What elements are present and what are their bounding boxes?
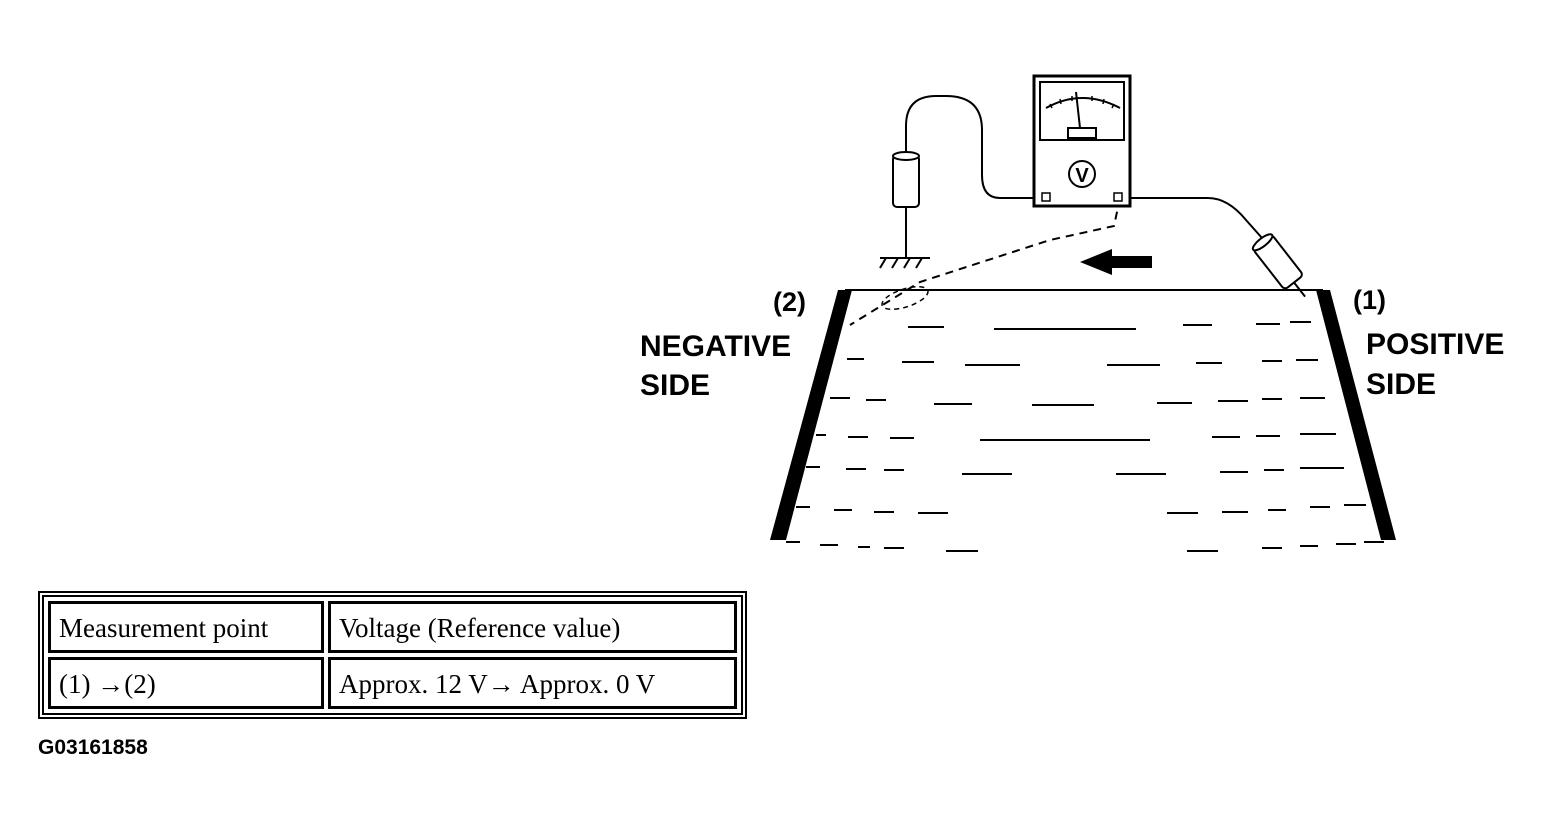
positive-probe bbox=[1251, 233, 1306, 298]
positive-number-label: (1) bbox=[1353, 285, 1386, 315]
cell-measurement-point: (1) →(2) bbox=[48, 657, 324, 709]
positive-side-label-line2: SIDE bbox=[1366, 368, 1436, 401]
negative-number-label: (2) bbox=[773, 287, 806, 317]
negative-side-label-line1: NEGATIVE bbox=[640, 330, 791, 363]
header-voltage: Voltage (Reference value) bbox=[328, 601, 737, 653]
direction-arrow-icon bbox=[1080, 249, 1152, 275]
positive-lead-wire bbox=[1130, 197, 1263, 239]
cell-voltage: Approx. 12 V→ Approx. 0 V bbox=[328, 657, 737, 709]
ground-symbol-icon bbox=[879, 257, 930, 269]
positive-side-label-line1: POSITIVE bbox=[1366, 328, 1504, 361]
voltmeter-symbol: V bbox=[1075, 165, 1089, 187]
liquid-hatching bbox=[786, 321, 1384, 552]
header-measurement-point: Measurement point bbox=[48, 601, 324, 653]
negative-lead-wire bbox=[905, 95, 1034, 199]
negative-side-label-line2: SIDE bbox=[640, 369, 710, 402]
figure-code: G03161858 bbox=[38, 736, 148, 759]
table-row: (1) →(2) Approx. 12 V→ Approx. 0 V bbox=[48, 657, 737, 709]
voltage-spec-table: Measurement point Voltage (Reference val… bbox=[38, 591, 747, 719]
negative-wall bbox=[770, 290, 852, 540]
dashed-probe-ghost bbox=[881, 285, 929, 311]
dashed-probe-path bbox=[849, 197, 1121, 326]
ground-probe bbox=[892, 151, 920, 258]
positive-wall bbox=[1316, 290, 1396, 540]
table-header-row: Measurement point Voltage (Reference val… bbox=[48, 601, 737, 653]
voltmeter: V bbox=[1032, 74, 1132, 208]
